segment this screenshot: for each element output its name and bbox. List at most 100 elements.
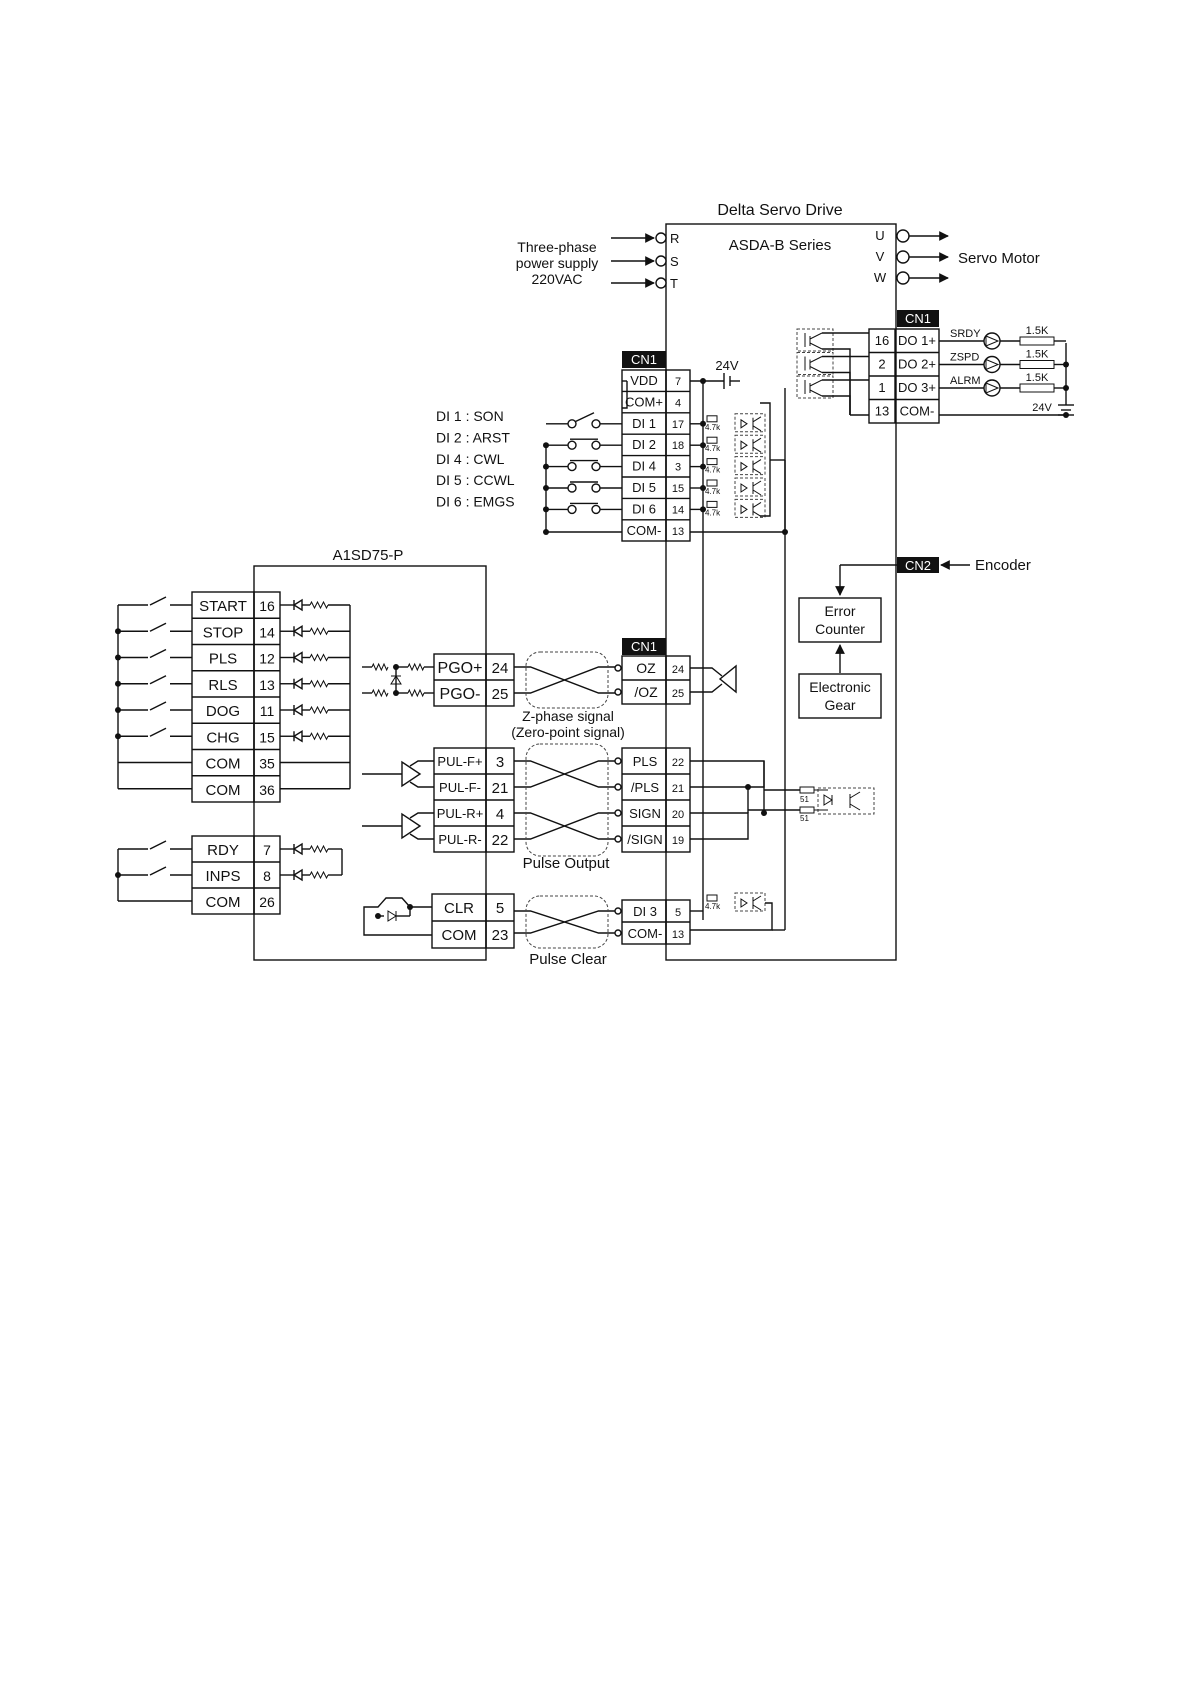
- terminal-u: U: [875, 228, 884, 243]
- pgo-name: PGO-: [440, 686, 481, 703]
- input-pin: 36: [259, 782, 275, 798]
- terminal-circle: [614, 664, 622, 672]
- diode-symbol: [292, 868, 303, 882]
- clr-drive-name: COM-: [628, 926, 663, 941]
- pgo-pin: 25: [492, 686, 509, 703]
- motor-label: Servo Motor: [958, 250, 1040, 267]
- di-legend-item: DI 4 : CWL: [436, 451, 505, 467]
- resistor-symbol: [309, 732, 329, 741]
- ready-pin: 7: [263, 842, 271, 858]
- resistor-value: 4.7k: [705, 487, 721, 496]
- resistor-box: [706, 500, 718, 508]
- pulse-optocoupler: [817, 787, 875, 815]
- input-name: DOG: [206, 703, 240, 720]
- di-name: COM-: [627, 523, 662, 538]
- junction-dot: [700, 420, 706, 427]
- resistor-symbol: [371, 662, 389, 672]
- di-name: DI 4: [632, 459, 656, 474]
- oz-pin: 24: [672, 664, 684, 676]
- wire: [752, 480, 762, 487]
- terminal-circle: [614, 907, 622, 915]
- di-name: COM+: [625, 394, 663, 409]
- motor-output: U V W Servo Motor: [874, 228, 1040, 285]
- resistor-box: [706, 436, 718, 444]
- cable-conductor: [514, 910, 615, 934]
- do-name: COM-: [900, 404, 935, 419]
- power-supply: Three-phase power supply 220VAC R S T: [516, 231, 680, 291]
- cable-shield: [525, 743, 609, 857]
- junction-dot: [700, 442, 706, 449]
- ready-name: RDY: [207, 842, 239, 859]
- clr-drive-name: DI 3: [633, 904, 657, 919]
- input-pin: 16: [259, 598, 275, 614]
- clr-drive-pin: 13: [672, 929, 684, 941]
- diode-symbol: [985, 335, 1000, 347]
- ready-name: COM: [206, 894, 241, 911]
- terminal-circle: [591, 483, 601, 493]
- resistor-symbol: [309, 844, 329, 854]
- pulse-pin: 22: [672, 757, 684, 769]
- resistor-symbol: [371, 688, 389, 698]
- diode-symbol: [292, 729, 303, 743]
- resistor-symbol: [309, 705, 329, 715]
- pul-pin: 21: [492, 780, 509, 797]
- cn1-oz-header: CN1: [631, 639, 657, 654]
- servo-drive: Delta Servo Drive ASDA-B Series Three-ph…: [516, 202, 1040, 961]
- do-name: DO 1+: [898, 333, 936, 348]
- pls-wire: [690, 760, 765, 788]
- wire: [849, 803, 861, 811]
- pulse-pin: 21: [672, 783, 684, 795]
- optocoupler-box: [734, 477, 766, 497]
- cn1-di-header: CN1: [631, 352, 657, 367]
- output-optocoupler: [796, 328, 834, 352]
- pulse-pin: 19: [672, 835, 684, 847]
- resistor-value: 4.7k: [705, 423, 721, 432]
- di-pin: 18: [672, 440, 684, 452]
- di-pin: 3: [675, 462, 681, 474]
- power-label-2: power supply: [516, 255, 599, 271]
- wire: [752, 459, 762, 466]
- input-resistor: [799, 786, 815, 794]
- pul-pin: 4: [496, 806, 504, 823]
- do-pin: 2: [878, 357, 885, 372]
- terminal-circle: [614, 757, 622, 765]
- resistor-value: 4.7k: [705, 444, 721, 453]
- pulse-name: /SIGN: [627, 832, 662, 847]
- power-label-3: 220VAC: [531, 271, 582, 287]
- led-symbol: [823, 794, 833, 806]
- junction-dot: [375, 913, 381, 919]
- di-pin: 7: [675, 376, 681, 388]
- error-counter-line2: Counter: [815, 621, 865, 637]
- pulse-pin: 20: [672, 809, 684, 821]
- di-pin: 14: [672, 504, 684, 516]
- do-name: DO 3+: [898, 380, 936, 395]
- wire: [809, 389, 823, 397]
- wire: [752, 468, 762, 475]
- twisted-pair-cables: [514, 651, 615, 949]
- ready-pin: 26: [259, 894, 275, 910]
- encoder-connection: CN2 Encoder: [835, 557, 1031, 596]
- wire: [752, 489, 762, 496]
- electronic-gear-line1: Electronic: [809, 679, 870, 695]
- led-symbol: [740, 418, 748, 429]
- resistor-symbol: [407, 688, 425, 698]
- clr-drive-pin: 5: [675, 907, 681, 919]
- zphase-caption-2: (Zero-point signal): [511, 724, 625, 740]
- input-pin: 11: [260, 703, 275, 719]
- terminal-s: S: [670, 254, 679, 269]
- resistor-symbol: [309, 870, 329, 880]
- di-legend-item: DI 2 : ARST: [436, 429, 510, 445]
- wire: [752, 501, 762, 508]
- input-pin: 12: [259, 651, 275, 667]
- resistor-box: [706, 415, 718, 423]
- resistor-value: 4.7k: [705, 508, 721, 517]
- input-name: COM: [206, 756, 241, 773]
- input-name: START: [199, 598, 247, 615]
- wire: [149, 701, 167, 711]
- load-resistor: [1019, 383, 1055, 393]
- output-optocoupler: [796, 375, 834, 399]
- led-symbol: [740, 440, 748, 451]
- terminal-circle: [614, 835, 622, 843]
